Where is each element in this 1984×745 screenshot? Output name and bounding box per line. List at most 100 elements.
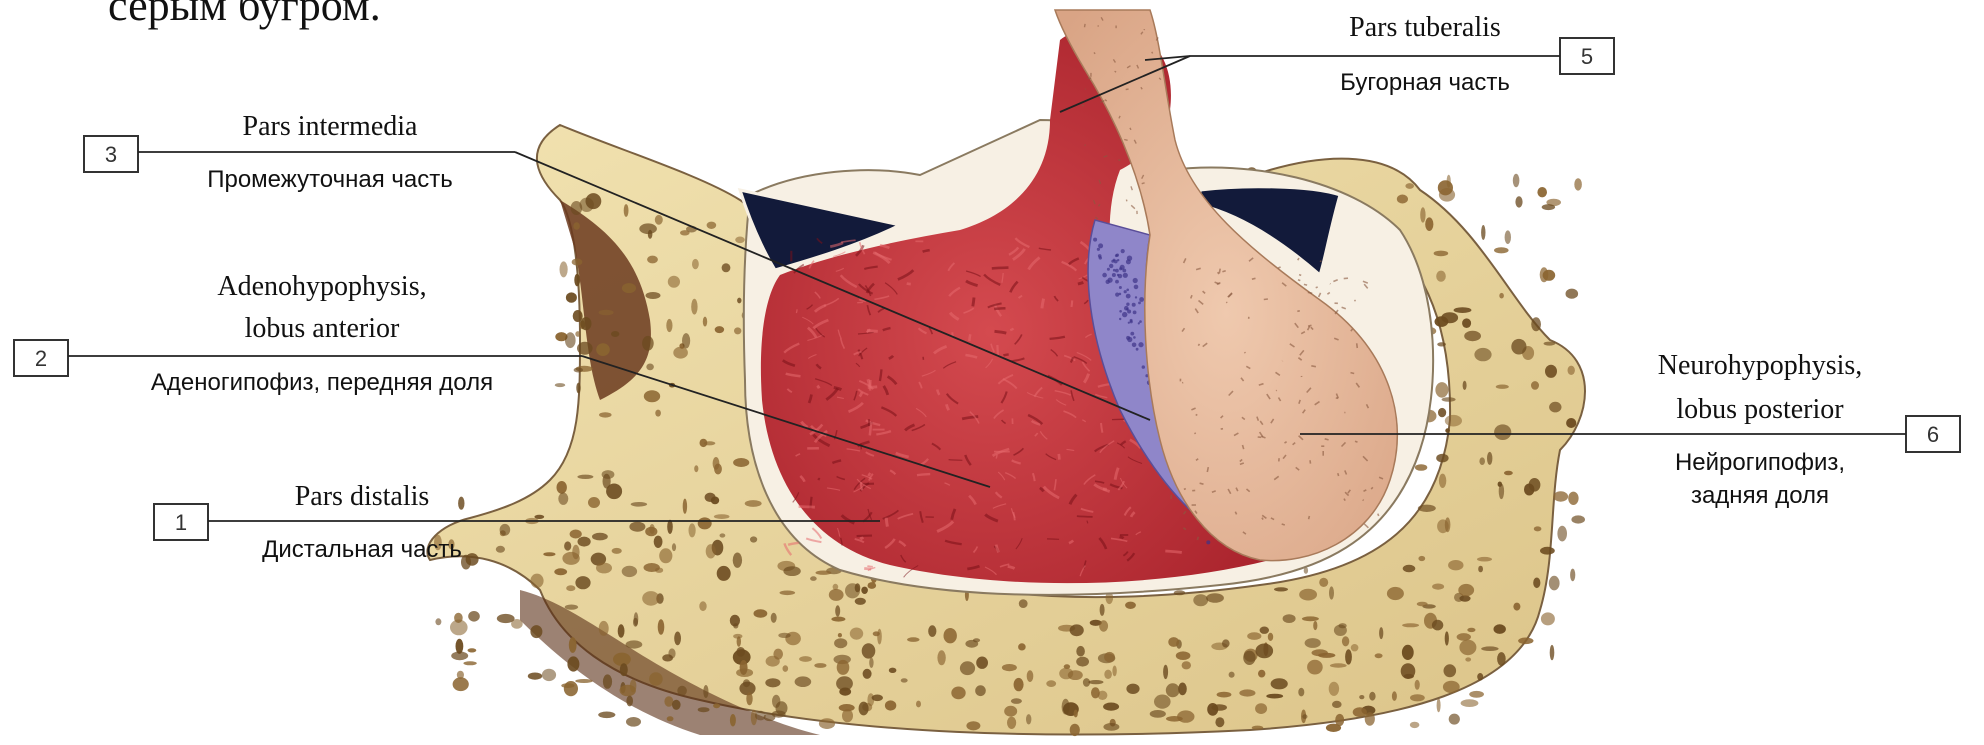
bone-pore (1112, 666, 1116, 677)
adenohypophysis-fiber (1120, 537, 1124, 539)
bone-pore (1540, 547, 1555, 555)
bone-pore (1345, 649, 1352, 664)
neurohypophysis-fiber (1298, 258, 1299, 260)
bone-pore (1217, 692, 1232, 698)
pars-tuberalis-latin: Pars tuberalis (1349, 12, 1501, 43)
bone-pore (1436, 271, 1446, 282)
bone-pore (451, 651, 468, 660)
bone-pore (1229, 672, 1235, 678)
bone-pore (1553, 491, 1568, 501)
neurohypophysis-fiber (1282, 524, 1285, 525)
adenohypophysis-fiber (992, 268, 1009, 269)
bone-pore (1479, 457, 1485, 465)
pars-intermedia-dot (1117, 259, 1119, 261)
number-3: 3 (105, 142, 117, 167)
bone-pore (713, 703, 720, 708)
bone-pore (746, 692, 752, 705)
number-6: 6 (1927, 422, 1939, 447)
neurohypophysis-fiber (1304, 284, 1307, 285)
adenohypophysis-fiber (799, 507, 815, 508)
bone-pore (720, 533, 726, 537)
bone-pore (639, 223, 657, 234)
bone-pore (496, 546, 505, 553)
adenohypophysis-latin-1: Adenohypophysis, (217, 271, 426, 302)
neurohypophysis-fiber (1351, 373, 1355, 374)
pars-intermedia-dot (1107, 268, 1110, 271)
pars-intermedia-dot (1113, 259, 1116, 262)
bone-pore (1420, 207, 1425, 222)
adenohypophysis-fiber (886, 518, 887, 527)
bone-pore (1271, 678, 1288, 689)
bone-pore (599, 621, 609, 636)
bone-pore (626, 717, 641, 727)
bone-pore (624, 204, 629, 217)
bone-pore (1477, 557, 1492, 562)
bone-pore (1252, 726, 1264, 730)
bone-pore (618, 624, 625, 637)
bone-pore (877, 629, 882, 645)
bone-pore (647, 256, 658, 264)
bone-pore (855, 598, 866, 605)
bone-pore (1260, 627, 1269, 634)
bone-pore (736, 668, 753, 677)
bone-pore (500, 524, 511, 536)
bone-pore (1499, 293, 1504, 299)
bone-pore (1305, 638, 1321, 648)
pars-intermedia-dot (1126, 289, 1129, 292)
bone-pore (468, 611, 480, 622)
bone-pore (1011, 698, 1022, 704)
neurohypophysis-fiber (1278, 267, 1281, 268)
pars-intermedia-dot (1136, 348, 1139, 351)
bone-pore (620, 663, 628, 676)
pars-intermedia-dot (1133, 278, 1138, 283)
infundibulum-fiber (1152, 52, 1153, 54)
bone-pore (783, 665, 789, 672)
bone-pore (1469, 691, 1484, 698)
bone-pore (733, 553, 742, 568)
bone-pore (1542, 204, 1555, 210)
bone-pore (960, 661, 975, 675)
bone-pore (1436, 454, 1448, 463)
pars-intermedia-dot (1142, 365, 1145, 368)
bone-pore (776, 701, 788, 715)
bone-pore (1104, 652, 1115, 662)
neurohypophysis-fiber (1245, 352, 1246, 353)
bone-pore (1329, 586, 1334, 599)
neurohypophysis-fiber (1355, 441, 1358, 442)
neurohypophysis-fiber (1200, 483, 1204, 484)
pars-intermedia-latin: Pars intermedia (243, 111, 419, 142)
number-2: 2 (35, 346, 47, 371)
infundibulum-fiber (1094, 52, 1095, 53)
neurohypophysis-fiber (1310, 460, 1311, 463)
bone-pore (1454, 307, 1472, 313)
bone-pore (730, 714, 736, 726)
bone-pore (659, 548, 672, 563)
neurohypophysis-fiber (1252, 278, 1256, 279)
neurohypophysis-fiber (1219, 269, 1220, 274)
bone-pore (713, 457, 720, 470)
bone-pore (1418, 556, 1425, 561)
infundibulum-fiber (1126, 200, 1127, 202)
bone-pore (1059, 668, 1073, 680)
adenohypophysis-fiber (1072, 300, 1073, 307)
bone-pore (557, 481, 567, 494)
bone-pore (889, 668, 897, 673)
bone-pore (1351, 644, 1359, 651)
bone-pore (1571, 515, 1585, 523)
pars-intermedia-dot (1122, 312, 1127, 317)
bone-pore (1266, 694, 1283, 699)
bone-pore (1330, 663, 1347, 667)
bone-pore (565, 332, 576, 348)
bone-pore (965, 640, 978, 648)
bone-pore (750, 536, 757, 542)
pars-intermedia-dot (1115, 269, 1119, 273)
pars-intermedia-dot (1134, 285, 1139, 290)
bone-pore (795, 676, 812, 687)
bone-pore (733, 458, 749, 467)
bone-pore (1168, 637, 1179, 647)
bone-pore (703, 685, 708, 698)
bone-pore (737, 636, 741, 647)
neurohypophysis-fiber (1338, 473, 1339, 476)
bone-pore (1018, 643, 1026, 650)
neurohypophysis-fiber (1262, 518, 1263, 520)
